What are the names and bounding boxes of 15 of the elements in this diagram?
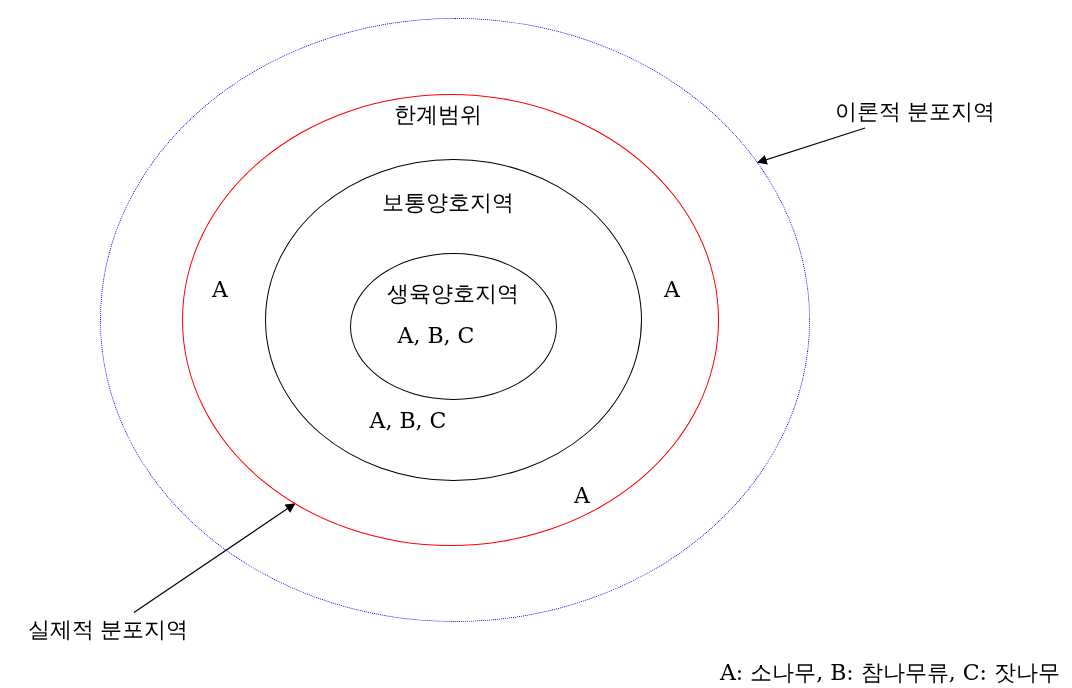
arrow xyxy=(133,503,296,614)
species-label: A, B, C xyxy=(397,323,475,349)
arrow xyxy=(756,127,866,165)
legend-note: A: 소나무, B: 참나무류, C: 잣나무 xyxy=(719,659,1060,687)
region-label: 이론적 분포지역 xyxy=(838,97,992,127)
species-label: A, B, C xyxy=(369,408,447,434)
zone-title: 한계범위 xyxy=(394,102,482,128)
region-label: 실제적 분포지역 xyxy=(28,615,188,645)
species-label: A xyxy=(664,277,680,303)
zone-ellipse xyxy=(265,159,642,481)
zone-ellipse xyxy=(350,253,557,400)
zone-title: 생육양호지역 xyxy=(387,281,519,307)
species-label: A xyxy=(212,277,228,303)
species-label: A xyxy=(574,483,590,509)
zone-title: 보통양호지역 xyxy=(382,190,514,216)
